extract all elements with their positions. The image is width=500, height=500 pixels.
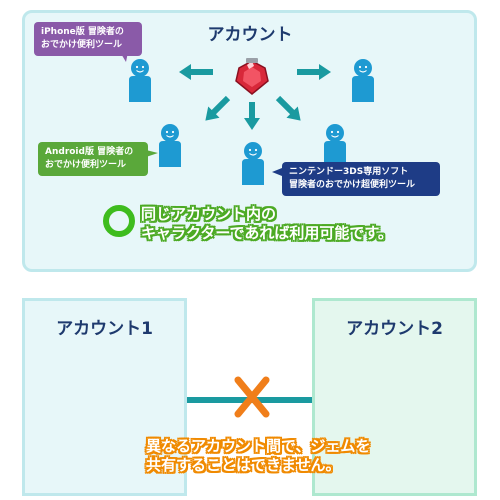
3ds-tool-callout: ニンテンドー3DS専用ソフト 冒険者のおでかけ超便利ツール: [282, 162, 440, 196]
person-icon: [129, 59, 151, 102]
arrow-right-icon: [297, 64, 331, 80]
arrow-down-left-icon: [205, 95, 231, 121]
cross-account-warning: 異なるアカウント間で、ジェムを 共有することはできません。: [146, 437, 370, 475]
callout-line: Android版 冒険者の: [45, 147, 134, 157]
account2-title: アカウント2: [346, 319, 443, 339]
person-icon: [242, 142, 264, 185]
account2-panel: [312, 298, 477, 496]
callout-line: おでかけ便利ツール: [45, 160, 127, 170]
circle-ok-icon: [103, 205, 135, 237]
person-icon: [159, 124, 181, 167]
same-account-note: 同じアカウント内の キャラクターであれば利用可能です。: [141, 205, 393, 243]
account1-title: アカウント1: [56, 319, 153, 339]
android-tool-callout: Android版 冒険者の おでかけ便利ツール: [38, 142, 148, 176]
callout-tail: [272, 168, 282, 176]
callout-tail: [146, 150, 158, 157]
callout-line: ニンテンドー3DS専用ソフト: [289, 167, 409, 177]
arrow-left-icon: [179, 64, 213, 80]
warning-line: 異なるアカウント間で、ジェムを: [146, 437, 371, 455]
arrow-down-icon: [244, 102, 260, 130]
account1-panel: [22, 298, 187, 496]
note-line: 同じアカウント内の: [141, 205, 277, 223]
gem-icon: [235, 57, 269, 95]
callout-line: おでかけ便利ツール: [41, 40, 123, 50]
account-title: アカウント: [207, 25, 293, 45]
iphone-tool-callout: iPhone版 冒険者の おでかけ便利ツール: [34, 22, 142, 56]
cross-mark-icon: [234, 376, 270, 418]
person-icon: [352, 59, 374, 102]
callout-line: 冒険者のおでかけ超便利ツール: [289, 180, 416, 190]
arrow-down-right-icon: [275, 95, 301, 121]
callout-line: iPhone版 冒険者の: [41, 27, 124, 37]
note-line: キャラクターであれば利用可能です。: [141, 224, 393, 242]
person-icon: [324, 124, 346, 167]
warning-line: 共有することはできません。: [146, 456, 341, 474]
